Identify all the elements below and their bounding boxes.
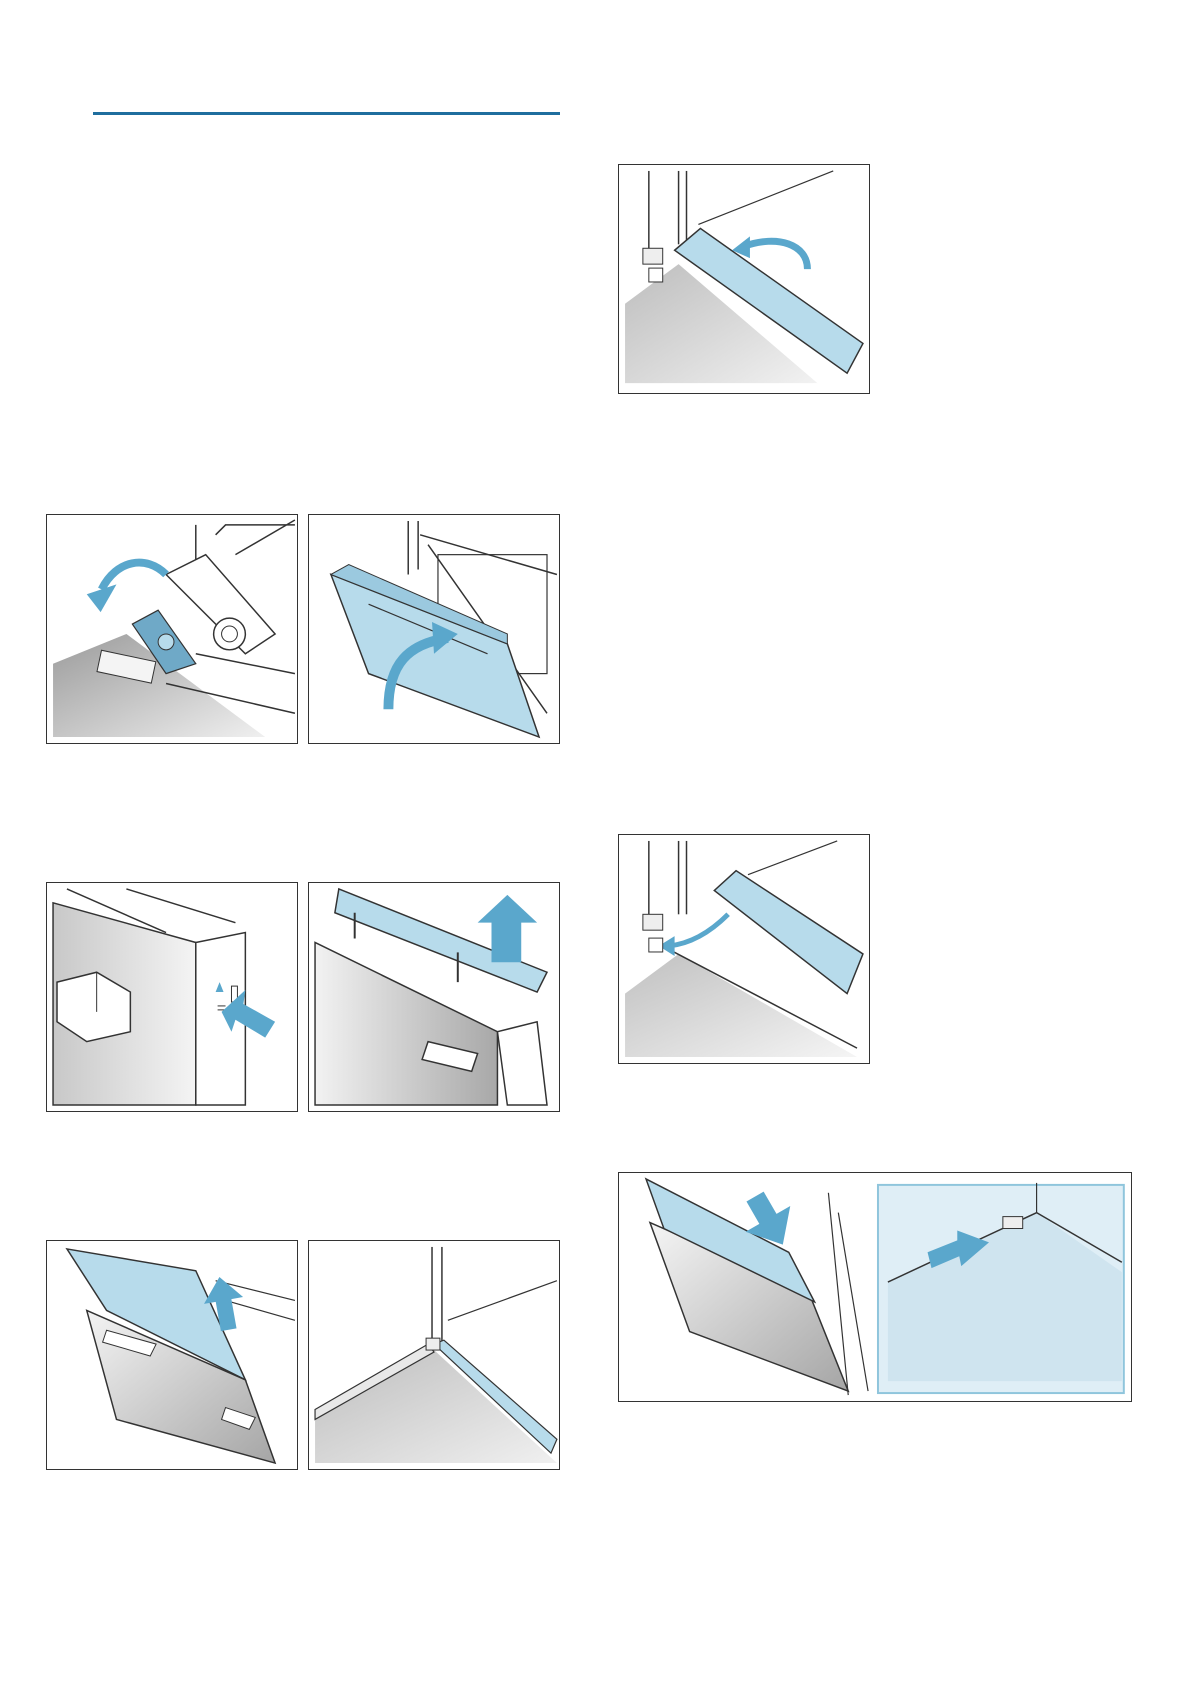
- hinge-lever-fold-down-icon: [47, 515, 297, 743]
- figure-insert-glass: [618, 1172, 1132, 1402]
- figure-frame-corner: [308, 1240, 560, 1470]
- pull-glass-out-icon: [47, 1241, 297, 1469]
- figure-door-close: [308, 514, 560, 744]
- press-release-arrow-icon: [47, 883, 297, 1111]
- figure-hinge-lever: [46, 514, 298, 744]
- figure-seal-fold: [618, 164, 870, 394]
- insert-glass-arrow-icon: [619, 1173, 1131, 1401]
- section-rule: [93, 112, 560, 115]
- figure-pull-glass: [46, 1240, 298, 1470]
- figure-remove-cover: [308, 882, 560, 1112]
- figure-seal-insert: [618, 834, 870, 1064]
- frame-corner-icon: [309, 1241, 559, 1469]
- seal-fold-arrow-icon: [619, 165, 869, 393]
- lift-cover-up-icon: [309, 883, 559, 1111]
- figure-press-release: [46, 882, 298, 1112]
- seal-insert-arrow-icon: [619, 835, 869, 1063]
- door-close-arrow-icon: [309, 515, 559, 743]
